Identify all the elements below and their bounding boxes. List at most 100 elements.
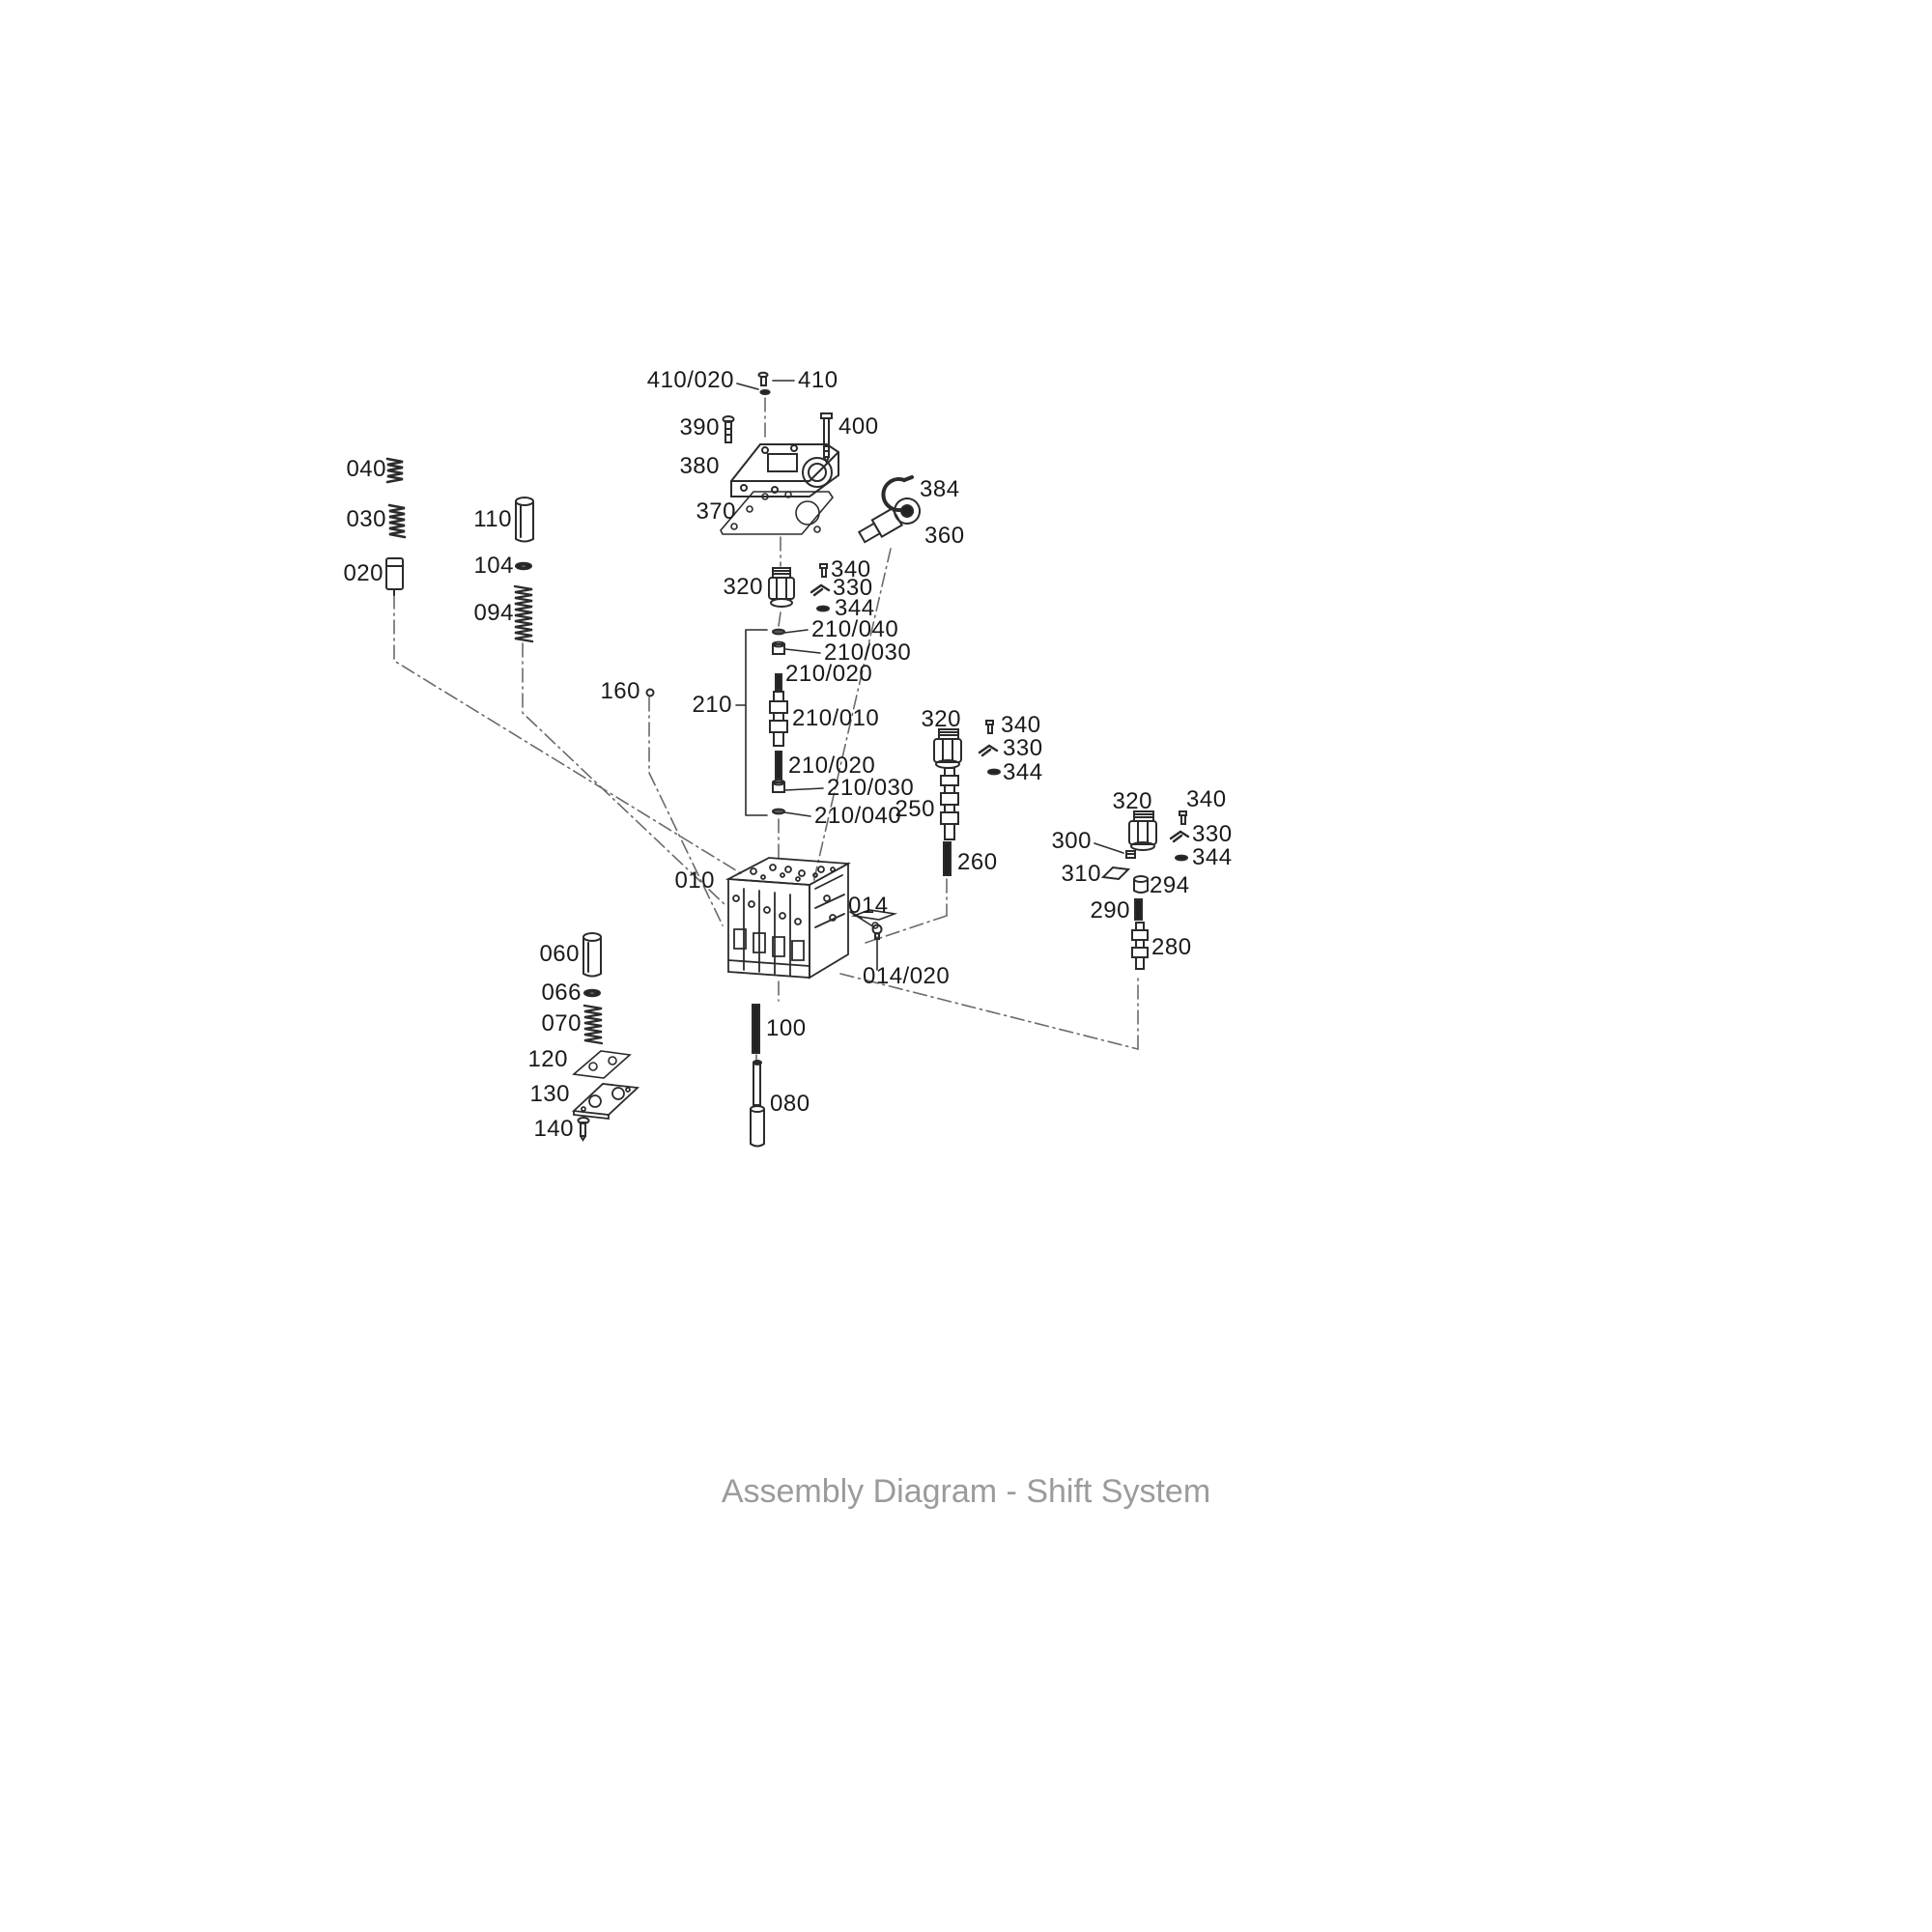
part-label-210_030t: 210/030 [824,639,912,666]
part-label-010: 010 [674,867,715,894]
part-300-fitting [1126,851,1135,858]
part-label-130: 130 [529,1081,570,1107]
part-label-160: 160 [600,678,640,704]
part-340c-screw [1179,811,1186,824]
part-210-030b-cap [773,781,784,792]
part-110-sleeve [516,497,533,542]
part-label-140: 140 [533,1116,574,1142]
part-310-plate [1103,867,1128,879]
part-130-plate [574,1084,638,1119]
part-label-280: 280 [1151,934,1192,960]
part-label-210: 210 [692,692,732,718]
part-014-020-screw [873,925,882,940]
part-label-020: 020 [343,560,384,586]
part-210-040b-oring [773,810,784,814]
part-label-344a: 344 [835,595,875,621]
diagram-title: Assembly Diagram - Shift System [721,1473,1211,1510]
part-label-340a: 340 [831,556,871,582]
part-label-300: 300 [1051,828,1092,854]
part-label-410: 410 [798,367,838,393]
part-104-washer [516,563,531,569]
part-010-valve-block [728,858,848,978]
part-344c-washer [1176,856,1187,861]
part-label-390: 390 [679,414,720,440]
part-label-370: 370 [696,498,736,525]
part-label-344b: 344 [1003,759,1043,785]
part-label-210_030b: 210/030 [827,775,915,801]
part-label-210_010: 210/010 [792,705,880,731]
part-400-bolt [821,413,832,462]
part-260-spring [944,842,951,875]
part-label-320c: 320 [1112,788,1152,814]
part-340b-screw [986,721,993,733]
part-label-330b: 330 [1003,735,1043,761]
part-330a-clip [811,585,829,595]
part-label-066: 066 [541,980,582,1006]
part-120-gasket [574,1051,630,1078]
part-label-340b: 340 [1001,712,1041,738]
part-210-040t-oring [773,630,784,635]
part-320b-solenoid [934,729,961,768]
part-210-010-spool [770,692,787,746]
part-390-bolt [724,416,734,442]
part-060-sleeve [583,933,601,977]
part-344a-washer [817,607,829,611]
part-label-344c: 344 [1192,844,1233,870]
part-label-040: 040 [346,456,386,482]
part-344b-washer [988,770,1000,775]
part-label-120: 120 [527,1046,568,1072]
part-label-210_020t: 210/020 [785,661,873,687]
part-label-250: 250 [895,796,935,822]
part-330b-clip [980,746,997,755]
part-370-gasket [721,492,833,534]
part-020-sleeve [386,558,403,595]
part-label-210_040b: 210/040 [814,803,902,829]
part-320c-solenoid [1129,811,1156,850]
part-250-spool [941,768,958,839]
part-210-020t-spring [776,674,781,690]
part-140-screw [579,1118,589,1140]
part-label-210_020b: 210/020 [788,753,876,779]
part-label-094: 094 [473,600,514,626]
assembly-axis-lines [394,398,1138,1061]
part-label-104: 104 [473,553,514,579]
part-label-294: 294 [1150,872,1190,898]
part-label-060: 060 [539,941,580,967]
part-080-piston [751,1061,764,1147]
part-label-100: 100 [766,1015,807,1041]
part-410-020-screw [759,373,770,394]
part-210-030t-cap [773,642,784,654]
part-label-110: 110 [473,506,512,532]
part-040-spring [387,459,403,482]
part-label-380: 380 [679,453,720,479]
part-label-400: 400 [838,413,879,440]
part-label-410_020: 410/020 [646,367,734,393]
part-320a-solenoid [769,568,794,607]
part-294-bushing [1134,876,1148,893]
part-label-320a: 320 [723,574,763,600]
part-280-spool [1132,923,1148,969]
part-160-ball [647,690,654,696]
part-label-290: 290 [1090,897,1130,923]
part-label-330c: 330 [1192,821,1233,847]
part-100-spring [753,1005,759,1053]
part-label-260: 260 [957,849,998,875]
part-label-360: 360 [924,523,965,549]
part-label-030: 030 [346,506,386,532]
part-label-310: 310 [1061,861,1101,887]
part-330c-clip [1171,832,1188,841]
part-label-330a: 330 [833,575,873,601]
part-210-020b-spring [776,752,781,779]
part-label-384: 384 [920,476,960,502]
part-030-spring [389,505,405,537]
part-340a-screw [820,564,827,577]
part-label-014_020: 014/020 [863,963,951,989]
part-label-210_040t: 210/040 [811,616,899,642]
part-label-080: 080 [770,1091,810,1117]
part-380-housing [731,444,838,497]
part-066-washer [584,990,600,996]
part-label-014: 014 [848,893,889,919]
part-label-070: 070 [541,1010,582,1037]
